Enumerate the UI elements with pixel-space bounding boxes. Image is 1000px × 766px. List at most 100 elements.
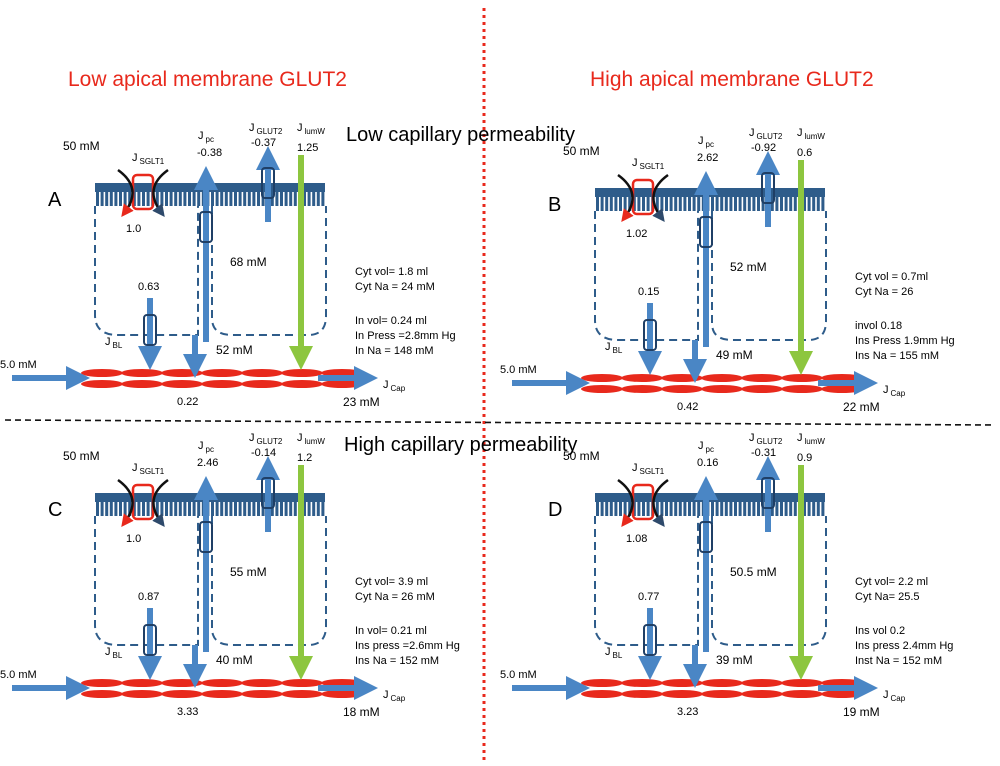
lumen-concentration: 50 mM: [563, 449, 600, 463]
bl-channel: [143, 314, 157, 346]
lumen-concentration: 50 mM: [563, 144, 600, 158]
header-left: Low apical membrane GLUT2: [68, 68, 347, 91]
bl-value: 0.15: [638, 286, 659, 298]
capillary-inflow-concentration: 5.0 mM: [500, 669, 537, 681]
capillary-inflow-concentration: 5.0 mM: [500, 364, 537, 376]
panel-letter: D: [548, 499, 562, 521]
panel-letter: B: [548, 194, 561, 216]
jpc-channel: [199, 521, 213, 553]
interstitial-concentration: 39 mM: [716, 653, 753, 667]
sglt1-transporter: [617, 173, 669, 223]
interstitial-info-line: In Press =2.8mm Hg: [355, 330, 456, 342]
sglt1-value: 1.0: [126, 533, 141, 545]
interstitial-info-line: invol 0.18: [855, 320, 902, 332]
panel-letter: C: [48, 499, 62, 521]
jlumw-value: 1.25: [297, 142, 318, 154]
interstitial-info-line: In Na = 148 mM: [355, 345, 434, 357]
sglt1-transporter: [117, 168, 169, 218]
glut2-channel: [261, 477, 275, 509]
interstitial-concentration: 40 mM: [216, 653, 253, 667]
capillary-outflow-concentration: 22 mM: [843, 400, 880, 414]
jpc-channel: [699, 216, 713, 248]
interstitial-info-line: Ins vol 0.2: [855, 625, 905, 637]
cell-left-outline: [594, 211, 699, 341]
capillary-outflow-concentration: 18 mM: [343, 705, 380, 719]
cell-concentration: 52 mM: [730, 260, 767, 274]
cell-right-outline: [711, 516, 827, 646]
jglut2-value: -0.14: [251, 447, 276, 459]
jpc-channel: [699, 521, 713, 553]
bl-value: 0.77: [638, 591, 659, 603]
cytosol-info-line: Cyt vol = 0.7ml: [855, 271, 928, 283]
jglut2-value: -0.37: [251, 137, 276, 149]
sglt1-value: 1.08: [626, 533, 647, 545]
cell-right-outline: [211, 206, 327, 336]
bl-value: 0.63: [138, 281, 159, 293]
cell-left-outline: [94, 516, 199, 646]
capillary-flux-value: 3.23: [677, 706, 698, 718]
cytosol-info-line: Cyt Na = 26: [855, 286, 913, 298]
capillary-inflow-concentration: 5.0 mM: [0, 359, 37, 371]
sglt1-value: 1.0: [126, 223, 141, 235]
capillary-flux-value: 0.42: [677, 401, 698, 413]
bl-channel: [143, 624, 157, 656]
jpc-channel: [199, 211, 213, 243]
jglut2-value: -0.92: [751, 142, 776, 154]
capillary-flux-value: 0.22: [177, 396, 198, 408]
jlumw-value: 0.9: [797, 452, 812, 464]
header-right: High apical membrane GLUT2: [590, 68, 874, 91]
cell-right-outline: [211, 516, 327, 646]
glut2-channel: [761, 477, 775, 509]
cell-concentration: 50.5 mM: [730, 565, 777, 579]
jpc-value: 2.62: [697, 152, 718, 164]
interstitial-info-line: In vol= 0.24 ml: [355, 315, 427, 327]
cell-right-outline: [711, 211, 827, 341]
glut2-channel: [761, 172, 775, 204]
row-title-top: Low capillary permeability: [346, 124, 575, 146]
interstitial-info-line: Inst Na = 152 mM: [855, 655, 942, 667]
cell-left-outline: [94, 206, 199, 336]
capillary-inflow-concentration: 5.0 mM: [0, 669, 37, 681]
cell-concentration: 68 mM: [230, 255, 267, 269]
horizontal-divider: [4, 419, 996, 426]
capillary-outflow-concentration: 23 mM: [343, 395, 380, 409]
interstitial-concentration: 49 mM: [716, 348, 753, 362]
cytosol-info-line: Cyt Na = 24 mM: [355, 281, 435, 293]
sglt1-transporter: [617, 478, 669, 528]
panel-letter: A: [48, 189, 62, 211]
bl-channel: [643, 624, 657, 656]
row-title-bottom: High capillary permeability: [344, 434, 577, 456]
jlumw-value: 0.6: [797, 147, 812, 159]
cytosol-info-line: Cyt vol= 2.2 ml: [855, 576, 928, 588]
cytosol-info-line: Cyt vol= 3.9 ml: [355, 576, 428, 588]
capillary-flux-value: 3.33: [177, 706, 198, 718]
interstitial-info-line: Ins press =2.6mm Hg: [355, 640, 460, 652]
cytosol-info-line: Cyt Na= 25.5: [855, 591, 920, 603]
interstitial-info-line: In vol= 0.21 ml: [355, 625, 427, 637]
sglt1-transporter: [117, 478, 169, 528]
